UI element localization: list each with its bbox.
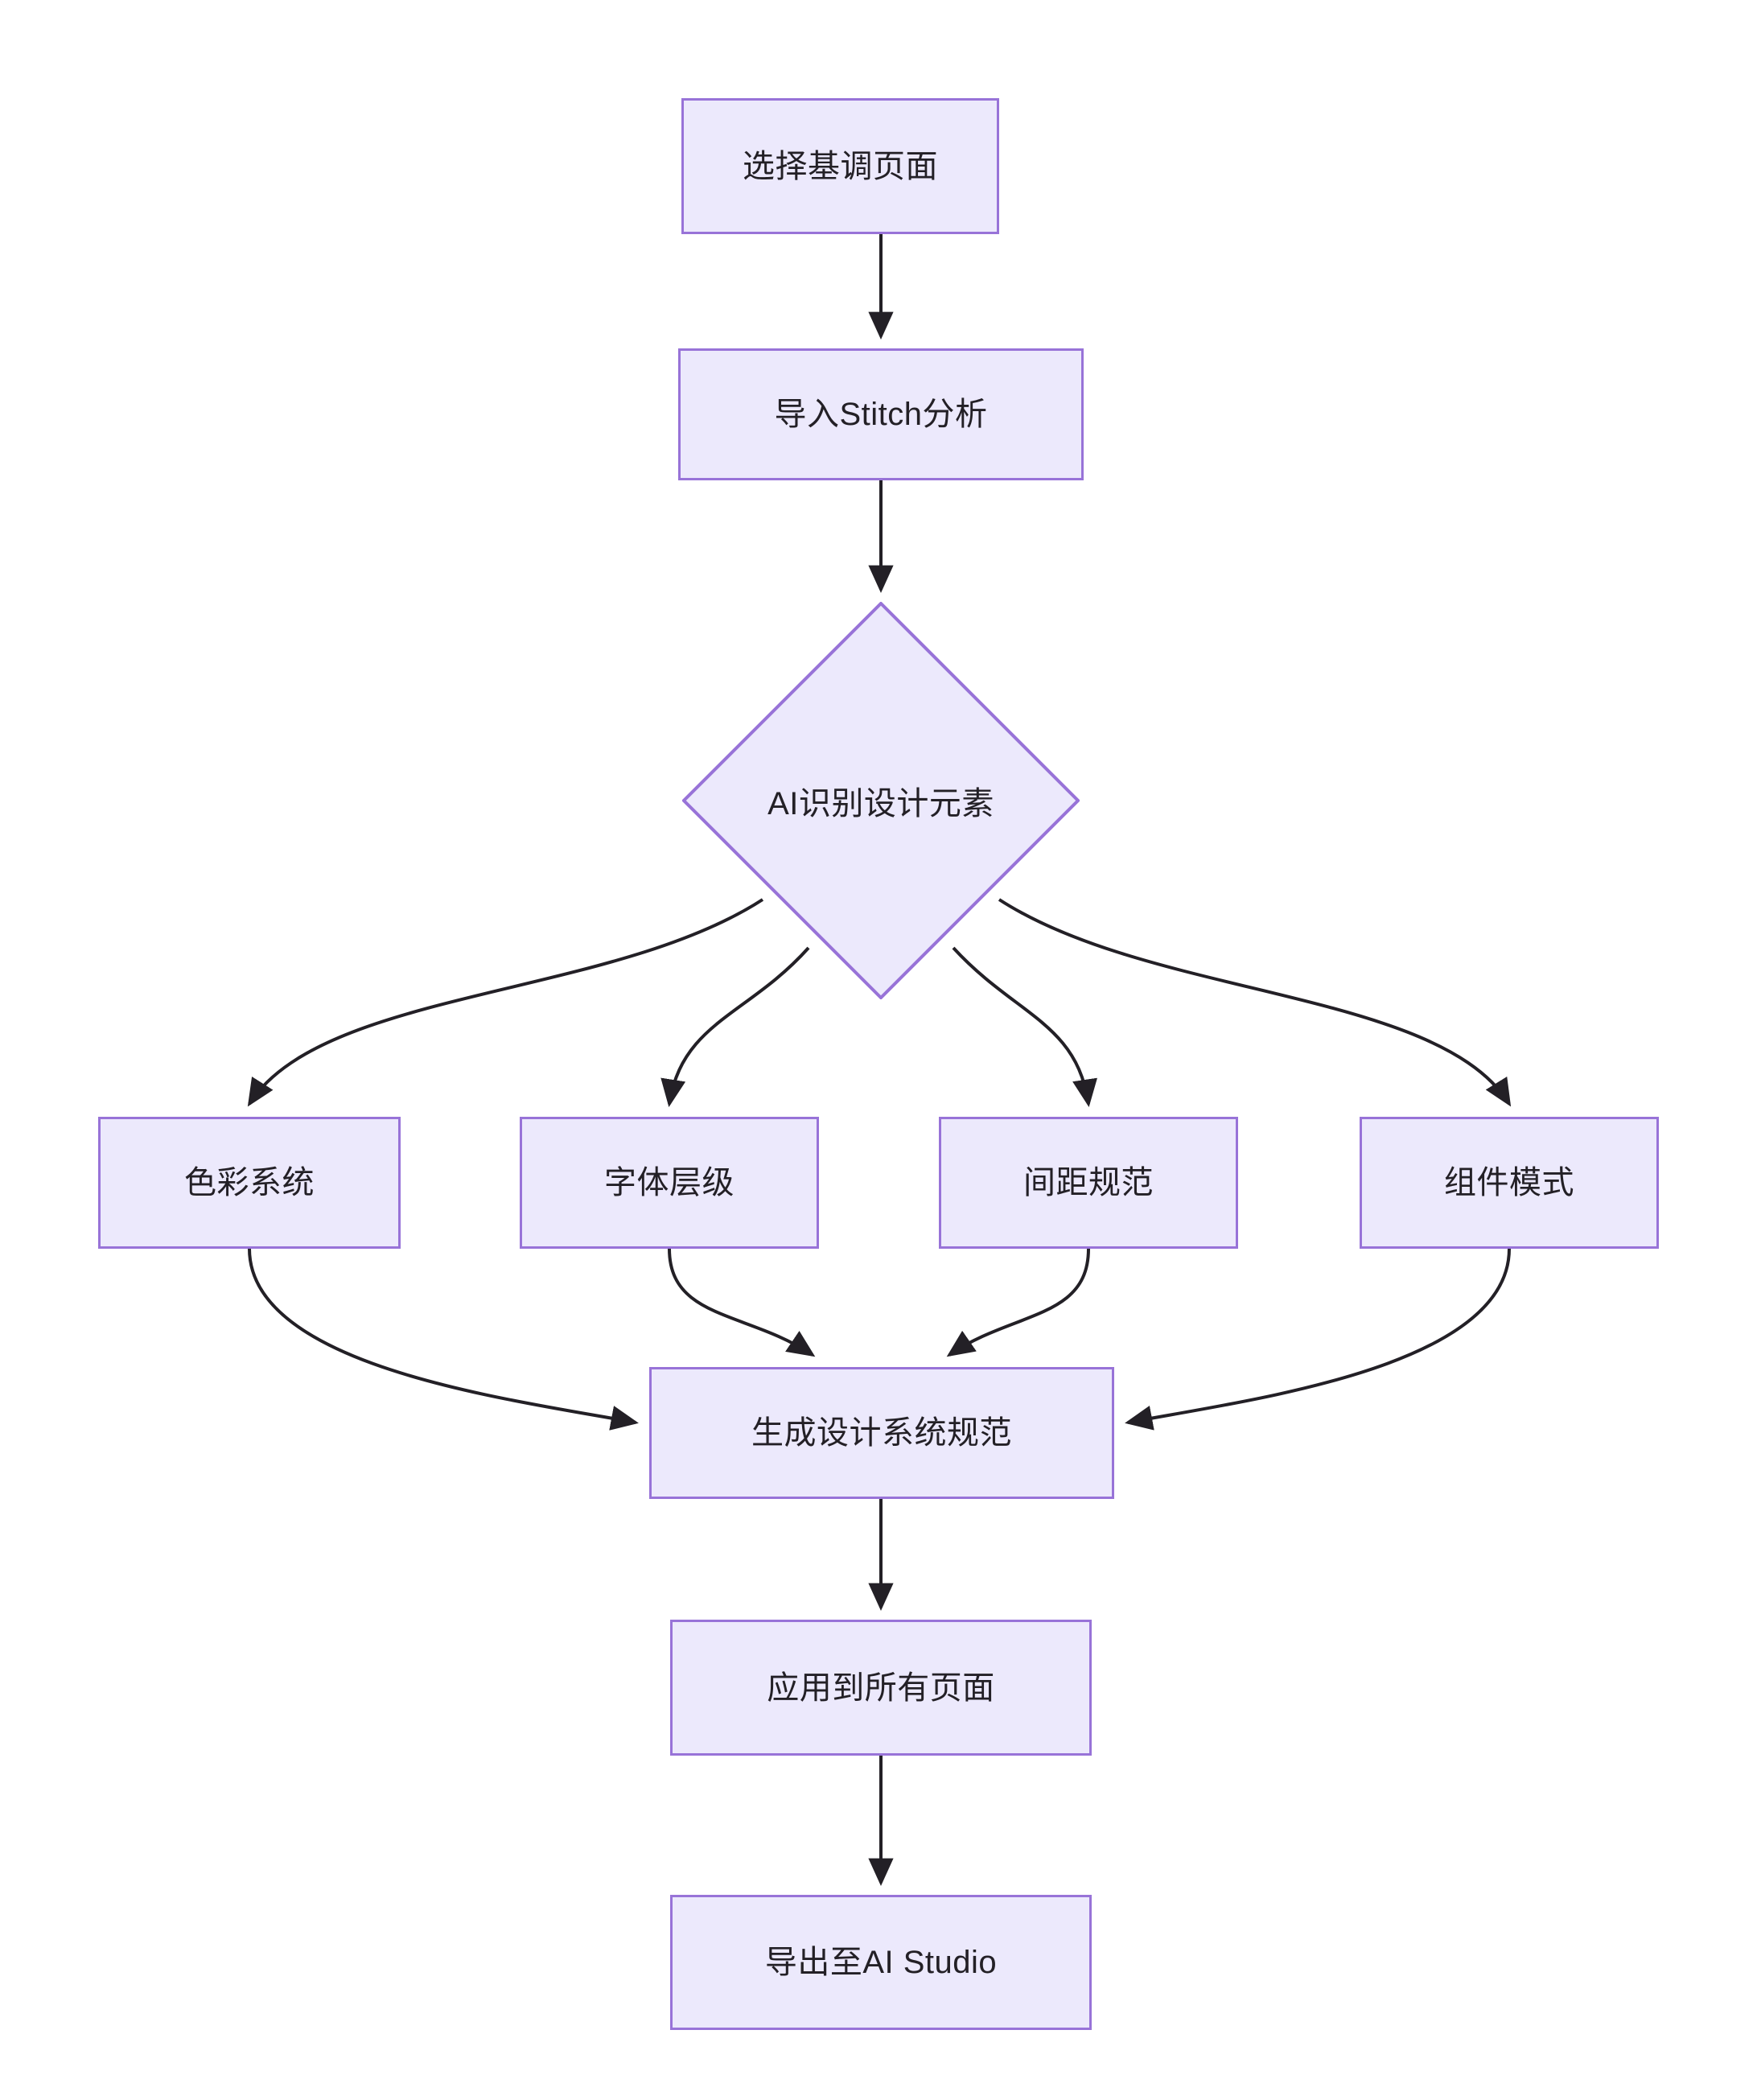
node-label: 色彩系统 <box>184 1165 315 1200</box>
node-label: 组件模式 <box>1444 1165 1574 1200</box>
node-label: 字体层级 <box>604 1165 734 1200</box>
node-typography-hierarchy[interactable]: 字体层级 <box>520 1117 819 1249</box>
diamond-shape <box>682 602 1080 999</box>
edge-n6-n8 <box>946 1248 1090 1357</box>
edge-n4-n8 <box>248 1248 639 1431</box>
node-component-patterns[interactable]: 组件模式 <box>1360 1117 1659 1249</box>
node-spacing-spec[interactable]: 间距规范 <box>939 1117 1238 1249</box>
node-import-stitch-analysis[interactable]: 导入Stitch分析 <box>678 348 1084 480</box>
edge-n7-n8 <box>1125 1248 1511 1431</box>
node-label: 生成设计系统规范 <box>751 1415 1012 1451</box>
node-label: AI识别设计元素 <box>767 786 994 821</box>
node-select-base-page[interactable]: 选择基调页面 <box>681 98 999 234</box>
node-label: 应用到所有页面 <box>767 1670 995 1706</box>
node-export-to-ai-studio[interactable]: 导出至AI Studio <box>670 1895 1092 2030</box>
node-label: 选择基调页面 <box>743 148 938 184</box>
node-label: 间距规范 <box>1023 1165 1154 1200</box>
node-color-system[interactable]: 色彩系统 <box>98 1117 401 1249</box>
node-label: 导入Stitch分析 <box>774 397 988 432</box>
node-apply-to-all-pages[interactable]: 应用到所有页面 <box>670 1620 1092 1756</box>
node-generate-design-system-spec[interactable]: 生成设计系统规范 <box>649 1367 1114 1499</box>
node-label: 导出至AI Studio <box>764 1945 998 1980</box>
edge-n5-n8 <box>668 1248 816 1357</box>
node-ai-identify-design-elements[interactable]: AI识别设计元素 <box>682 602 1080 999</box>
